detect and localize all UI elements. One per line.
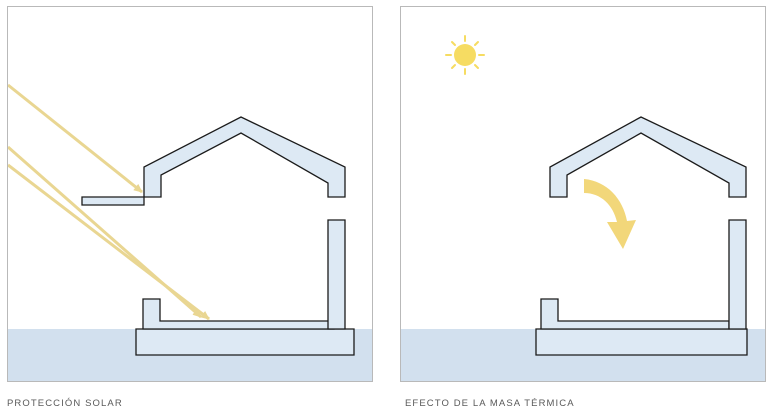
- caption-thermal-mass: EFECTO DE LA MASA TÉRMICA: [405, 398, 575, 409]
- roof: [549, 116, 747, 198]
- diagram-panel-thermal-mass: [400, 6, 766, 382]
- sun-ray-arrow-icon: [8, 163, 210, 321]
- floor-slab: [535, 328, 748, 356]
- heat-flow-arrow-icon: [584, 179, 636, 249]
- solar-protection-diagram: [8, 83, 372, 381]
- sun-icon: [445, 35, 485, 75]
- floor-inner: [142, 298, 335, 330]
- caption-solar-protection: PROTECCIÓN SOLAR: [7, 398, 123, 409]
- right-wall: [728, 219, 747, 330]
- right-wall: [327, 219, 346, 330]
- diagram-panel-solar-protection: [7, 6, 373, 382]
- floor-inner: [540, 298, 730, 330]
- roof: [143, 116, 346, 198]
- thermal-mass-diagram: [401, 35, 765, 381]
- floor-slab: [135, 328, 355, 356]
- overhang: [81, 196, 145, 206]
- sun-ray-arrow-icon: [8, 83, 143, 194]
